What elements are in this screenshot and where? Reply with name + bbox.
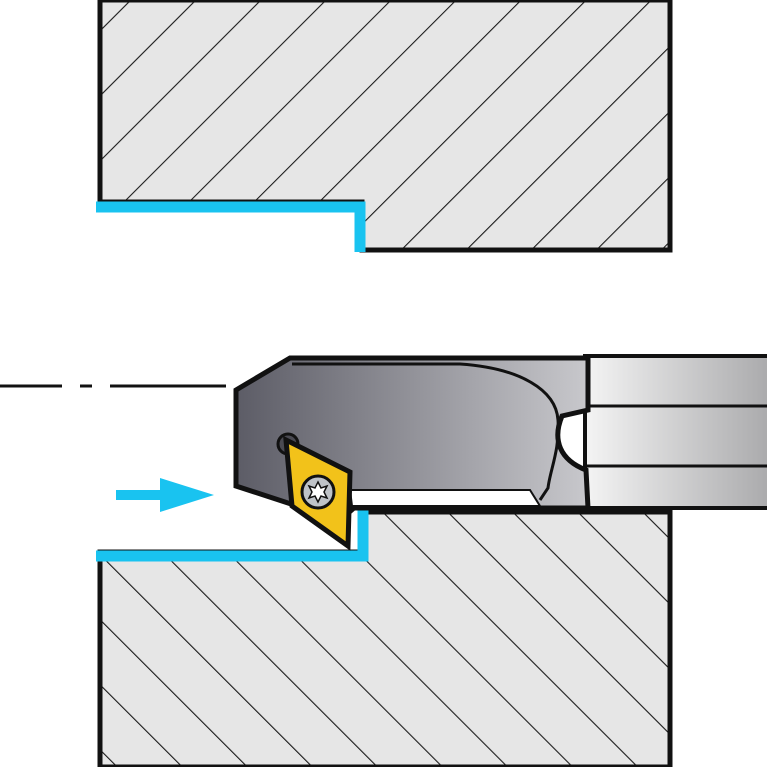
cutting-insert [276, 432, 353, 551]
machined-surface-upper [96, 201, 366, 252]
feed-arrow-shaft [116, 490, 168, 500]
workpiece-lower [96, 509, 673, 767]
chip-clearance-gap [348, 489, 542, 507]
torx-screw-icon [300, 474, 336, 510]
feed-arrow-head [160, 478, 214, 512]
boring-bar-shank [583, 354, 767, 510]
insert-screw-torx [307, 480, 329, 504]
shank-body [583, 354, 767, 510]
machined-surface-lower [96, 510, 369, 562]
workpiece-lower-section [97, 509, 673, 767]
arrow-right-icon [116, 478, 214, 512]
tool-head-contour [292, 362, 560, 501]
workpiece-upper [96, 0, 673, 253]
